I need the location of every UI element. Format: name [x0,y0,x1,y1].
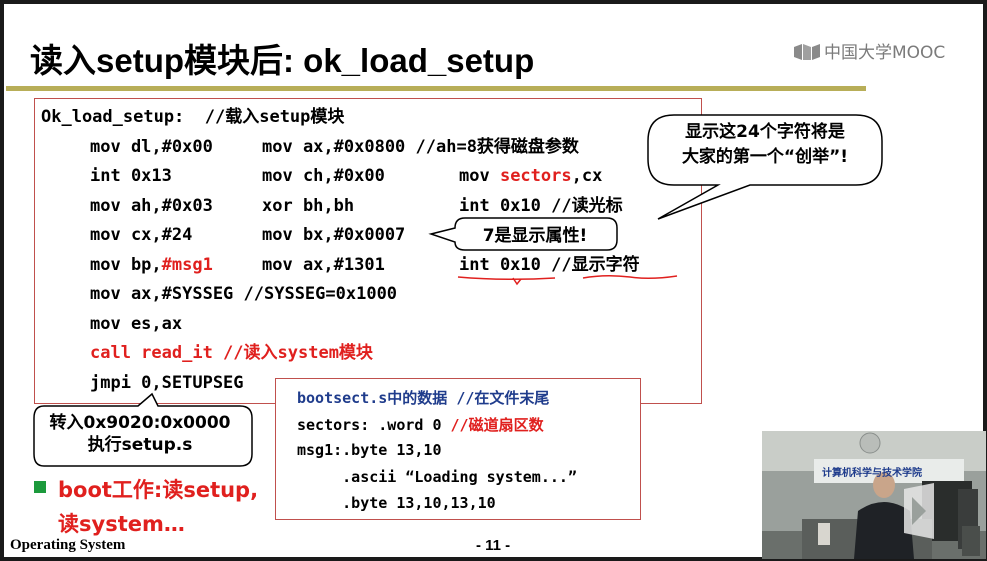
code-line: mov bx,#0x0007 [262,225,406,245]
video-sign-text: 计算机科学与技术学院 [822,468,922,479]
data-line: .ascii “Loading system...” [297,468,577,486]
bullet-line2: 读system… [58,512,185,536]
code-line: Ok_load_setup: //载入setup模块 [41,107,345,127]
code-line: jmpi 0,SETUPSEG [90,373,244,393]
code-line: int 0x10 //读光标 [459,196,623,216]
data-token: sectors: .word 0 [297,416,451,434]
code-line: int 0x13 [90,166,172,186]
footer-course-name: Operating System [10,537,126,553]
code-line: int 0x10 //显示字符 [459,255,640,275]
data-line: sectors: .word 0 //磁道扇区数 [297,414,544,435]
data-line: .byte 13,10,13,10 [297,494,496,512]
code-token: mov bp, [90,255,162,275]
lecturer-video[interactable]: 计算机科学与技术学院 [762,431,986,559]
code-line: mov cx,#24 [90,225,193,245]
title-underline [6,86,866,91]
callout-jump: 转入0x9020:0x0000 执行setup.s [40,412,240,456]
callout-bubble-shape [647,114,883,220]
bullet-line1: boot工作:读setup, [58,478,259,502]
code-line: mov dl,#0x00 [90,137,213,157]
jump-callout-shape [33,392,253,467]
code-line: mov ax,#1301 [262,255,385,275]
data-line: msg1:.byte 13,10 [297,441,442,459]
code-token: mov [459,166,500,186]
mooc-logo: 中国大学MOOC [793,38,945,63]
code-line: mov ah,#0x03 [90,196,213,216]
callout-24-chars-line2: 大家的第一个“创举”! [681,147,849,167]
callout-24-chars-line1: 显示这24个字符将是 [685,122,845,142]
code-line: mov ch,#0x00 [262,166,385,186]
code-line: mov es,ax [90,314,183,334]
red-underline-annotation [457,274,678,286]
data-comment: //磁道扇区数 [450,416,544,434]
callout-24-chars: 显示这24个字符将是 大家的第一个“创举”! [665,120,865,170]
code-token-sectors: sectors [499,166,572,186]
callout-attr: 7是显示属性! [482,226,588,246]
data-line: bootsect.s中的数据 //在文件末尾 [297,389,550,407]
code-token: ,cx [571,166,603,186]
callout-jump-line1: 转入0x9020:0x0000 [49,413,231,433]
code-line: call read_it //读入system模块 [90,343,373,363]
code-line: mov ax,#SYSSEG //SYSSEG=0x1000 [90,284,398,304]
page-number: - 11 - [476,537,511,554]
callout-jump-line2: 执行setup.s [87,435,193,455]
data-section-box [275,378,641,520]
code-line: mov ax,#0x0800 //ah=8获得磁盘参数 [262,137,579,157]
code-token-msg1: #msg1 [161,255,213,275]
slide-title: 读入setup模块后: ok_load_setup [30,42,535,79]
code-line: xor bh,bh [262,196,355,216]
bullet-square-icon [34,481,46,493]
video-scene [762,431,986,559]
mooc-logo-text: 中国大学MOOC [824,43,946,63]
code-line: mov bp,#msg1 [90,255,213,275]
mooc-logo-icon [794,43,820,60]
attr-callout-shape [428,217,618,251]
code-line: mov sectors,cx [459,166,602,186]
